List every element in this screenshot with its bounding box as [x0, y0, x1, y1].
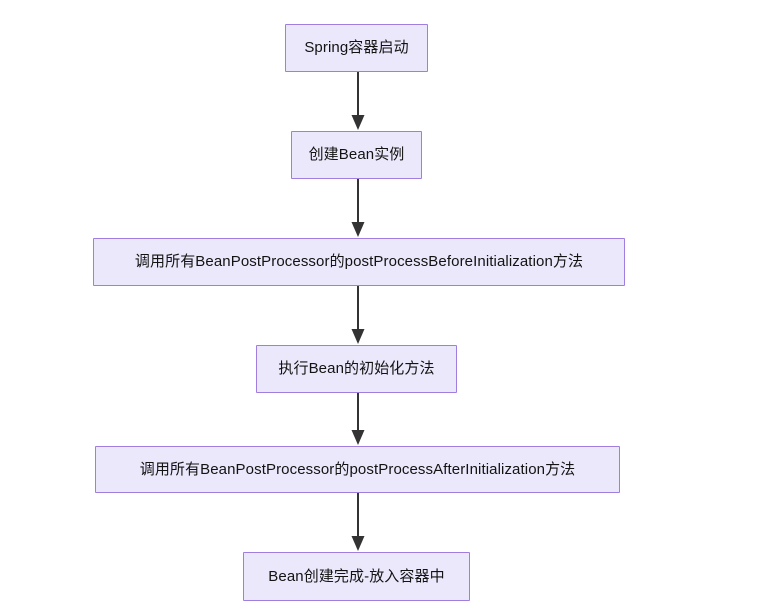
flowchart-node-post-process-after-initialization[interactable]: 调用所有BeanPostProcessor的postProcessAfterIn… — [95, 446, 620, 493]
arrow-down-icon — [351, 179, 365, 237]
node-label: 执行Bean的初始化方法 — [278, 360, 435, 377]
node-label: 调用所有BeanPostProcessor的postProcessAfterIn… — [139, 460, 576, 478]
flowchart-node-bean-created-into-container[interactable]: Bean创建完成-放入容器中 — [243, 552, 470, 601]
node-label: 创建Bean实例 — [308, 146, 405, 163]
node-label: Spring容器启动 — [304, 39, 409, 56]
flowchart-node-create-bean-instance[interactable]: 创建Bean实例 — [291, 131, 422, 179]
flowchart-edge-n2-n3 — [346, 179, 370, 238]
flowchart-edge-n4-n5 — [346, 393, 370, 446]
flowchart-node-spring-container-start[interactable]: Spring容器启动 — [285, 24, 428, 72]
flowchart-edge-n5-n6 — [346, 493, 370, 552]
flowchart-edge-n3-n4 — [346, 286, 370, 345]
flowchart-node-post-process-before-initialization[interactable]: 调用所有BeanPostProcessor的postProcessBeforeI… — [93, 238, 625, 286]
arrow-down-icon — [351, 286, 365, 344]
arrow-down-icon — [351, 393, 365, 445]
flowchart-edge-n1-n2 — [346, 72, 370, 131]
arrow-down-icon — [351, 72, 365, 130]
node-label: Bean创建完成-放入容器中 — [268, 567, 445, 585]
node-label: 调用所有BeanPostProcessor的postProcessBeforeI… — [134, 253, 584, 270]
arrow-down-icon — [351, 493, 365, 551]
flowchart-node-bean-init-method[interactable]: 执行Bean的初始化方法 — [256, 345, 457, 393]
